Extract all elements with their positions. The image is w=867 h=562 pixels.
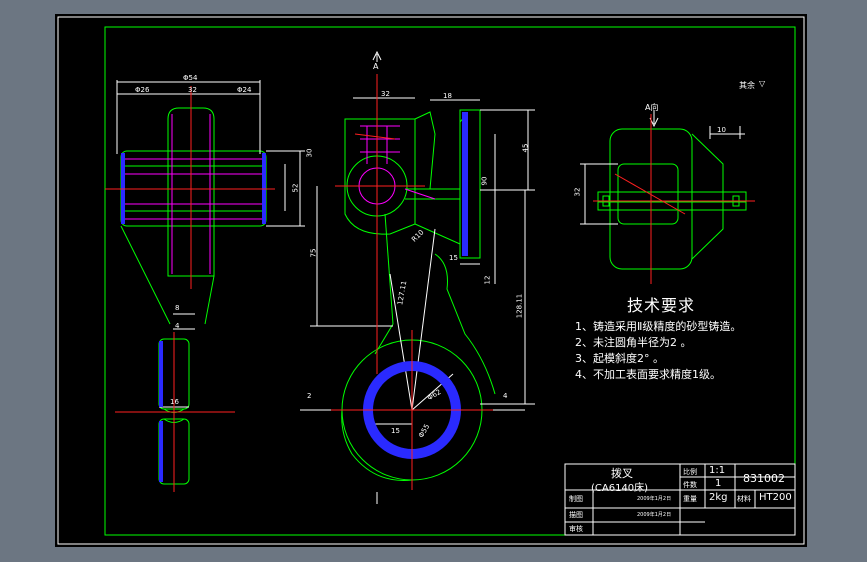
dim-ring-right-4: 4 [503,392,508,400]
left-view-hatching [125,114,262,274]
scale-value: 1:1 [709,465,726,476]
dim-ring-phi: Φ62 [425,387,443,403]
dim-top-mid: 32 [188,86,197,94]
tech-requirements-title: 技术要求 [627,296,696,315]
part-name: 拨叉 [611,467,633,480]
tech-item-4: 4、不加工表面要求精度1级。 [575,366,721,382]
tech-item-number: 2、 [575,336,593,349]
dim-fork-128: 128.11 [515,293,524,319]
dim-ring-15: 15 [391,427,400,435]
drawn-label: 制图 [569,495,583,503]
material-label: 材料 [737,495,751,503]
drawing-number: 831002 [743,472,785,485]
drawn-date: 2009年1月2日 [637,496,672,502]
dim-fork-12: 12 [483,275,492,285]
material-value: HT200 [759,492,792,503]
count-label: 件数 [683,481,697,489]
left-view-centerlines [105,86,275,492]
dim-fork-15: 15 [449,254,458,262]
tech-item-text: 不加工表面要求精度1级。 [593,368,721,381]
dim-fork-45: 45 [521,143,530,153]
title-block [564,463,796,536]
review-label: 审核 [569,525,583,533]
tech-item-number: 1、 [575,320,593,333]
fork-upper-hub [344,118,416,235]
dim-top-right-bore: Φ24 [237,86,252,94]
dim-aview-32: 32 [573,187,582,197]
dim-top-overall: Φ54 [183,74,198,82]
drawing-frame [104,26,796,536]
dim-left-height-52: 52 [291,183,300,193]
fork-centerlines [331,74,493,490]
dim-left-small-4: 4 [175,322,180,330]
weight-label: 重量 [683,495,697,503]
left-hub-body [167,107,215,277]
section-marker-a: A [373,62,379,71]
dim-fork-top-18: 18 [443,92,452,100]
scale-label: 比例 [683,468,697,476]
tech-item-number: 4、 [575,368,593,381]
dim-left-height-30: 30 [305,148,314,158]
roughness-label: 其余 [739,81,755,90]
dim-fork-top-32: 32 [381,90,390,98]
cad-viewport[interactable]: A A向 Φ54 Φ26 32 Φ24 30 52 8 4 16 32 18 4… [55,14,807,547]
machine-name: (CA6140床) [591,483,649,494]
dim-ring-left-2: 2 [307,392,312,400]
roughness-symbol-icon: ▽ [759,79,766,88]
weight-value: 2kg [709,492,728,503]
tech-item-3: 3、起模斜度2° 。 [575,350,664,366]
dim-aview-10: 10 [717,126,726,134]
a-view-label: A向 [645,103,659,112]
check-label: 描图 [569,511,583,519]
tech-item-text: 未注圆角半径为2 。 [593,336,692,349]
outer-border [57,16,805,545]
drawing-labels: A A向 Φ54 Φ26 32 Φ24 30 52 8 4 16 32 18 4… [55,14,807,547]
dim-fork-r10: R10 [410,228,426,244]
dim-fork-127: 127.11 [396,280,409,306]
engineering-drawing [57,16,805,545]
dim-left-small-8: 8 [175,304,180,312]
tech-item-number: 3、 [575,352,593,365]
tech-item-2: 2、未注圆角半径为2 。 [575,334,692,350]
dim-ring-r: Φ55 [417,422,432,440]
check-date: 2009年1月2日 [637,512,672,518]
dim-left-small-16: 16 [170,398,179,406]
fork-right-plate [459,109,481,259]
dim-fork-75: 75 [309,248,318,258]
dim-top-left-bore: Φ26 [135,86,150,94]
tech-item-text: 铸造采用Ⅱ级精度的砂型铸造。 [593,320,742,333]
tech-item-text: 起模斜度2° 。 [593,352,664,365]
a-view-centerlines [593,114,755,284]
tech-item-1: 1、铸造采用Ⅱ级精度的砂型铸造。 [575,318,741,334]
a-view-bore [617,163,679,225]
count-value: 1 [715,478,722,489]
dim-fork-90: 90 [480,176,489,186]
